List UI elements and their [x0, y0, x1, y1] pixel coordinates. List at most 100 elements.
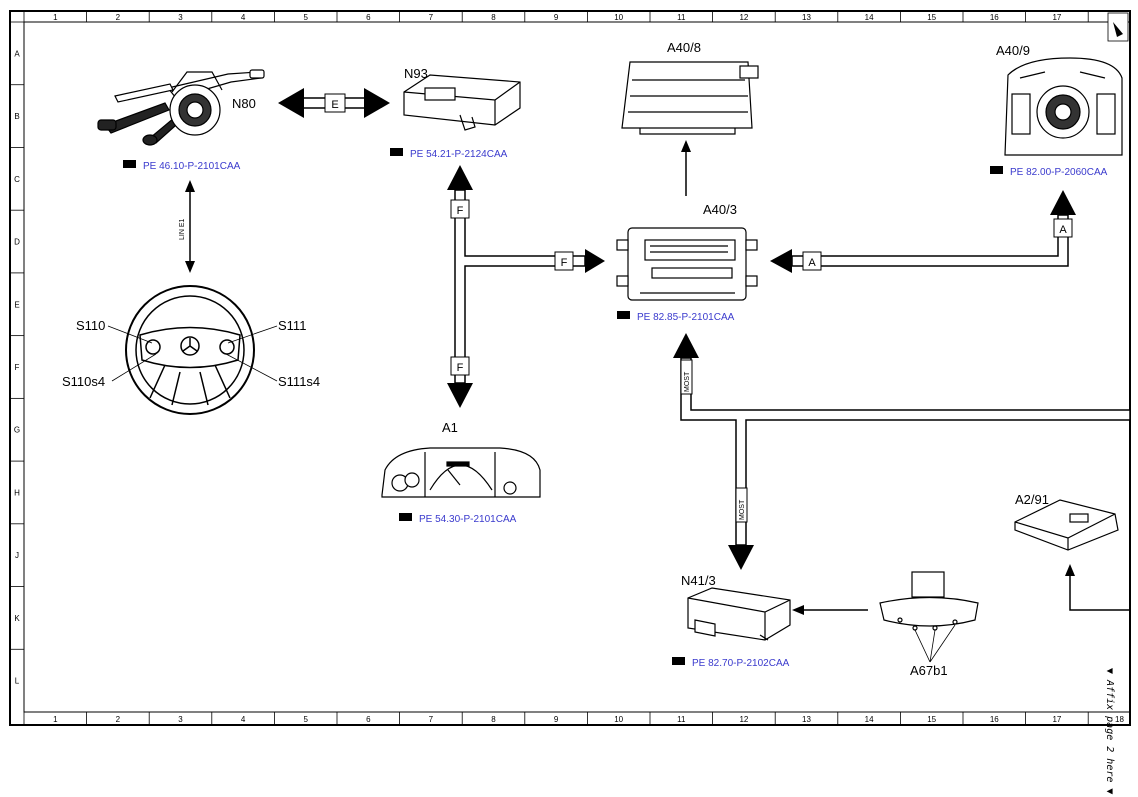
column-number: 9: [554, 13, 559, 22]
column-number: 15: [927, 715, 936, 724]
a40-3-ref-link[interactable]: PE 82.85-P-2101CAA: [617, 311, 735, 323]
row-letter: A: [14, 49, 20, 58]
connection-f: F F F: [447, 165, 605, 408]
column-number: 12: [739, 715, 748, 724]
column-number: 16: [990, 715, 999, 724]
n41-3-module: [687, 587, 791, 641]
a2-91-module: [1014, 499, 1119, 551]
connector-e-label: E: [331, 99, 338, 111]
connector-f-bottom-label: F: [457, 362, 464, 374]
column-number: 13: [802, 13, 811, 22]
a40-3-label: A40/3: [703, 202, 737, 217]
row-letter: L: [15, 677, 20, 686]
n93-ref-link[interactable]: PE 54.21-P-2124CAA: [390, 148, 508, 160]
lin-e1-label: LIN E1: [179, 218, 186, 240]
a67b1-microphone: [879, 571, 979, 631]
svg-text:PE 82.00-P-2060CAA[interactable]: PE 82.00-P-2060CAA: [1010, 167, 1108, 178]
most-lower-label: MOST: [739, 499, 746, 520]
column-number: 3: [178, 13, 183, 22]
column-number: 1: [53, 715, 58, 724]
a1-instrument-cluster: [381, 447, 541, 498]
n80-ref-link[interactable]: PE 46.10-P-2101CAA: [123, 160, 241, 172]
row-letter: C: [14, 175, 20, 184]
a67b1-leader-lines: [914, 624, 956, 663]
column-number: 6: [366, 13, 371, 22]
column-number: 13: [802, 715, 811, 724]
hand-pointer-icon: [123, 160, 136, 168]
svg-text:PE 46.10-P-2101CAA[interactable]: PE 46.10-P-2101CAA: [143, 161, 241, 172]
column-number: 11: [677, 715, 686, 724]
column-number: 5: [303, 13, 308, 22]
column-number: 18: [1115, 715, 1124, 724]
column-number: 2: [116, 715, 121, 724]
column-number: 8: [491, 715, 496, 724]
a40-9-controller: [1004, 57, 1123, 156]
row-letter: G: [14, 426, 20, 435]
s111-label: S111: [278, 318, 306, 333]
column-number: 14: [865, 13, 874, 22]
a2-91-label: A2/91: [1015, 492, 1049, 507]
n80-label: N80: [232, 96, 256, 111]
a40-9-ref-link[interactable]: PE 82.00-P-2060CAA: [990, 166, 1108, 178]
steering-leader-lines: [107, 325, 278, 382]
grid-ruler: 1122334455667788991010111112121313141415…: [9, 10, 1131, 726]
column-number: 10: [614, 715, 623, 724]
column-number: 17: [1052, 13, 1061, 22]
a40-3-head-unit: [616, 227, 758, 301]
n80-steering-column-switch: [97, 69, 265, 146]
svg-text:PE 82.70-P-2102CAA[interactable]: PE 82.70-P-2102CAA: [692, 658, 790, 669]
row-letter: K: [14, 614, 20, 623]
steering-wheel: [125, 285, 255, 415]
n41-3-label: N41/3: [681, 573, 716, 588]
n41-3-ref-link[interactable]: PE 82.70-P-2102CAA: [672, 657, 790, 669]
column-number: 10: [614, 13, 623, 22]
svg-text:PE 54.21-P-2124CAA[interactable]: PE 54.21-P-2124CAA: [410, 149, 508, 160]
column-number: 7: [429, 13, 434, 22]
lin-e1-bus: LIN E1: [176, 180, 195, 273]
affix-page-note: ▼ Affix page 2 here ▼: [1104, 668, 1115, 794]
a40-9-label: A40/9: [996, 43, 1030, 58]
a40-8-display: [621, 61, 759, 135]
svg-text:PE 54.30-P-2101CAA[interactable]: PE 54.30-P-2101CAA: [419, 514, 517, 525]
row-letter: D: [14, 238, 20, 247]
row-letter: J: [15, 551, 19, 560]
s111s4-label: S111s4: [278, 374, 320, 389]
hand-pointer-icon: [672, 657, 685, 665]
a40-8-feed: [681, 140, 691, 196]
connector-a-vertical-label: A: [1059, 224, 1067, 236]
connector-f-top-label: F: [457, 205, 464, 217]
connector-f-right-label: F: [561, 257, 568, 269]
s110s4-label: S110s4: [62, 374, 105, 389]
column-number: 2: [116, 13, 121, 22]
a67b1-label: A67b1: [910, 663, 948, 678]
most-upper-label: MOST: [684, 371, 691, 392]
column-number: 14: [865, 715, 874, 724]
column-number: 8: [491, 13, 496, 22]
a2-91-feed: [1065, 564, 1130, 611]
connector-a-horizontal-label: A: [808, 257, 816, 269]
a1-label: A1: [442, 420, 458, 435]
s110-label: S110: [76, 318, 105, 333]
hand-pointer-icon: [990, 166, 1003, 174]
column-number: 12: [739, 13, 748, 22]
connection-e: E: [278, 88, 390, 118]
page-corner-icon: [1113, 22, 1123, 37]
a1-ref-link[interactable]: PE 54.30-P-2101CAA: [399, 513, 517, 525]
column-number: 15: [927, 13, 936, 22]
row-letter: F: [15, 363, 20, 372]
column-number: 4: [241, 715, 246, 724]
n93-module: [403, 74, 521, 131]
column-number: 4: [241, 13, 246, 22]
row-letter: B: [14, 112, 19, 121]
row-letter: E: [14, 300, 19, 309]
a67b1-to-n41-3: [792, 605, 868, 615]
column-number: 11: [677, 13, 686, 22]
column-number: 6: [366, 715, 371, 724]
hand-pointer-icon: [390, 148, 403, 156]
column-number: 5: [303, 715, 308, 724]
svg-text:PE 82.85-P-2101CAA[interactable]: PE 82.85-P-2101CAA: [637, 312, 735, 323]
column-number: 7: [429, 715, 434, 724]
column-number: 16: [990, 13, 999, 22]
column-number: 17: [1052, 715, 1061, 724]
